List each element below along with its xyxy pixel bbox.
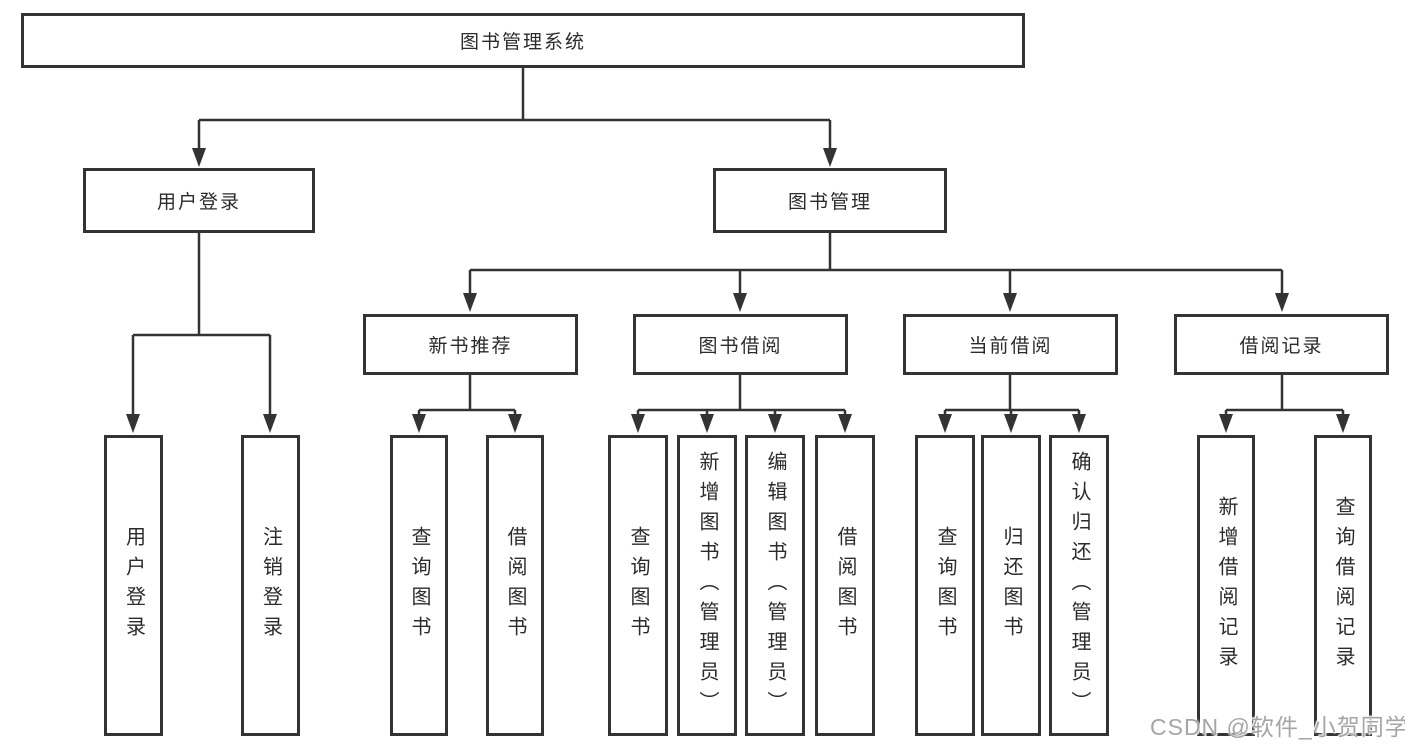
leaf-currentborrow-query-label: 查询图书 (934, 525, 956, 646)
leaf-currentborrow-return: 归还图书 (981, 435, 1041, 736)
leaf-records-query: 查询借阅记录 (1314, 435, 1372, 736)
leaf-currentborrow-return-label: 归还图书 (1000, 525, 1022, 646)
leaf-logout-label: 注销登录 (259, 525, 282, 646)
leaf-records-add: 新增借阅记录 (1197, 435, 1255, 736)
leaf-user-login-label: 用户登录 (122, 525, 145, 646)
watermark: CSDN @软件_小贺同学 (1150, 714, 1405, 740)
node-root-label: 图书管理系统 (459, 32, 586, 53)
leaf-logout: 注销登录 (241, 435, 300, 736)
node-borrow-records-label: 借阅记录 (1239, 336, 1324, 357)
leaf-records-add-label: 新增借阅记录 (1215, 495, 1237, 676)
leaf-newbooks-borrow-label: 借阅图书 (504, 525, 526, 646)
leaf-bookborrow-borrow: 借阅图书 (815, 435, 875, 736)
leaf-currentborrow-confirm: 确认归还（管理员） (1049, 435, 1109, 736)
leaf-bookborrow-add-label: 新增图书（管理员） (696, 450, 718, 721)
node-user-login: 用户登录 (83, 168, 315, 233)
leaf-bookborrow-query-label: 查询图书 (627, 525, 649, 646)
node-new-books-label: 新书推荐 (428, 336, 513, 357)
node-current-borrow: 当前借阅 (903, 314, 1118, 375)
leaf-bookborrow-add: 新增图书（管理员） (677, 435, 737, 736)
node-book-mgmt-label: 图书管理 (787, 192, 872, 213)
node-borrow-records: 借阅记录 (1174, 314, 1389, 375)
arrowheads (126, 148, 1350, 433)
node-book-borrow: 图书借阅 (633, 314, 848, 375)
node-book-borrow-label: 图书借阅 (698, 336, 783, 357)
leaf-newbooks-query-label: 查询图书 (408, 525, 430, 646)
leaf-user-login: 用户登录 (104, 435, 163, 736)
leaf-newbooks-query: 查询图书 (390, 435, 448, 736)
node-book-mgmt: 图书管理 (713, 168, 947, 233)
node-root: 图书管理系统 (21, 13, 1025, 68)
leaf-bookborrow-edit-label: 编辑图书（管理员） (764, 450, 786, 721)
leaf-bookborrow-query: 查询图书 (608, 435, 668, 736)
leaf-bookborrow-borrow-label: 借阅图书 (834, 525, 856, 646)
leaf-bookborrow-edit: 编辑图书（管理员） (745, 435, 805, 736)
leaf-currentborrow-query: 查询图书 (915, 435, 975, 736)
leaf-records-query-label: 查询借阅记录 (1332, 495, 1354, 676)
node-new-books: 新书推荐 (363, 314, 578, 375)
leaf-newbooks-borrow: 借阅图书 (486, 435, 544, 736)
leaf-currentborrow-confirm-label: 确认归还（管理员） (1068, 450, 1090, 721)
node-user-login-label: 用户登录 (156, 192, 241, 213)
node-current-borrow-label: 当前借阅 (968, 336, 1053, 357)
